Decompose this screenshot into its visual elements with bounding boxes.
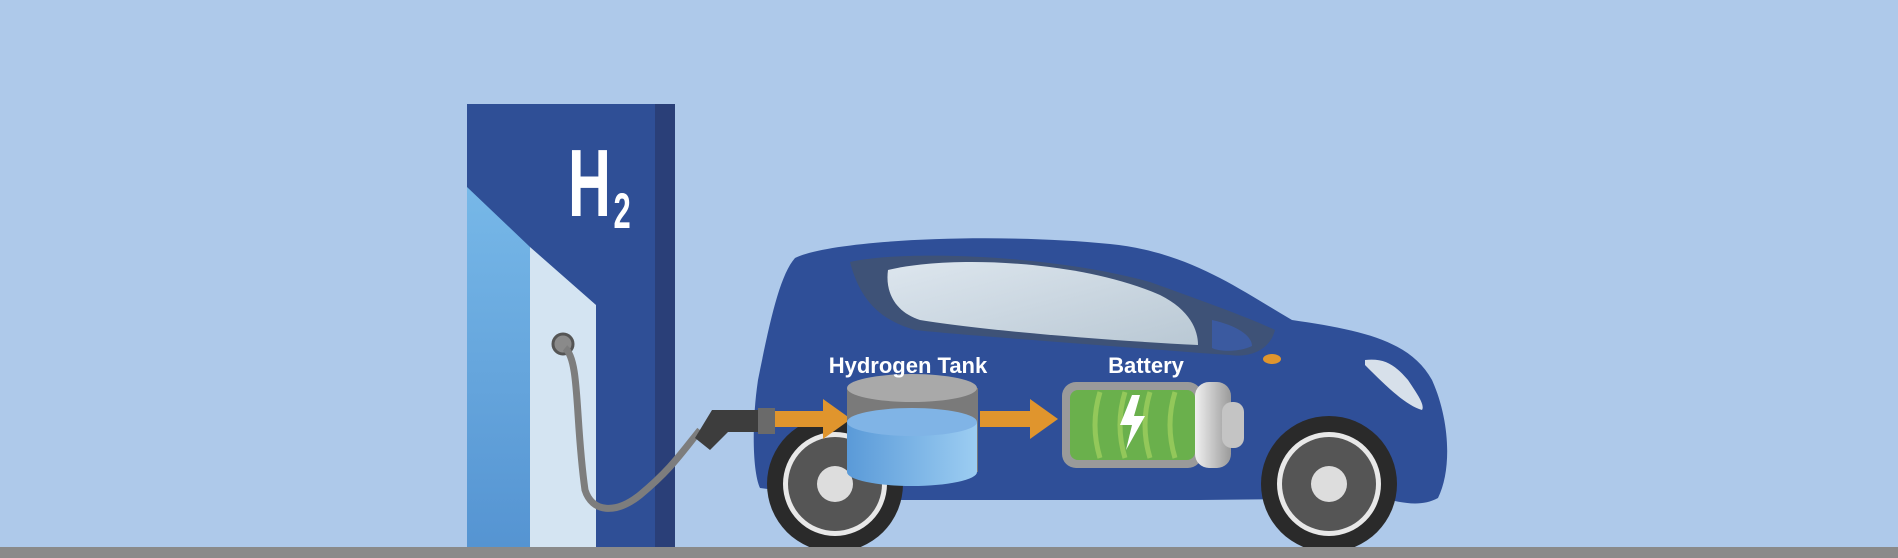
lightning-bolt-icon bbox=[1120, 395, 1145, 450]
ground bbox=[0, 547, 1898, 558]
hydrogen-station: H2 bbox=[467, 104, 703, 547]
flow-arrow-to-tank bbox=[775, 399, 851, 439]
battery-label: Battery bbox=[1108, 353, 1185, 378]
side-indicator bbox=[1263, 354, 1281, 364]
headlight bbox=[1365, 359, 1423, 410]
front-wheel bbox=[1261, 416, 1397, 552]
hydrogen-tank bbox=[847, 374, 978, 486]
h2-subscript: 2 bbox=[613, 182, 630, 238]
flow-arrow-to-battery bbox=[980, 399, 1058, 439]
hydrogen-tank-label: Hydrogen Tank bbox=[829, 353, 988, 378]
fuel-hose bbox=[562, 345, 703, 512]
h2-formula: H2 bbox=[568, 129, 631, 238]
car-window bbox=[887, 262, 1198, 345]
fuel-nozzle bbox=[695, 408, 775, 450]
battery bbox=[1062, 382, 1244, 468]
car bbox=[753, 238, 1448, 552]
h2-symbol: H bbox=[568, 129, 611, 236]
